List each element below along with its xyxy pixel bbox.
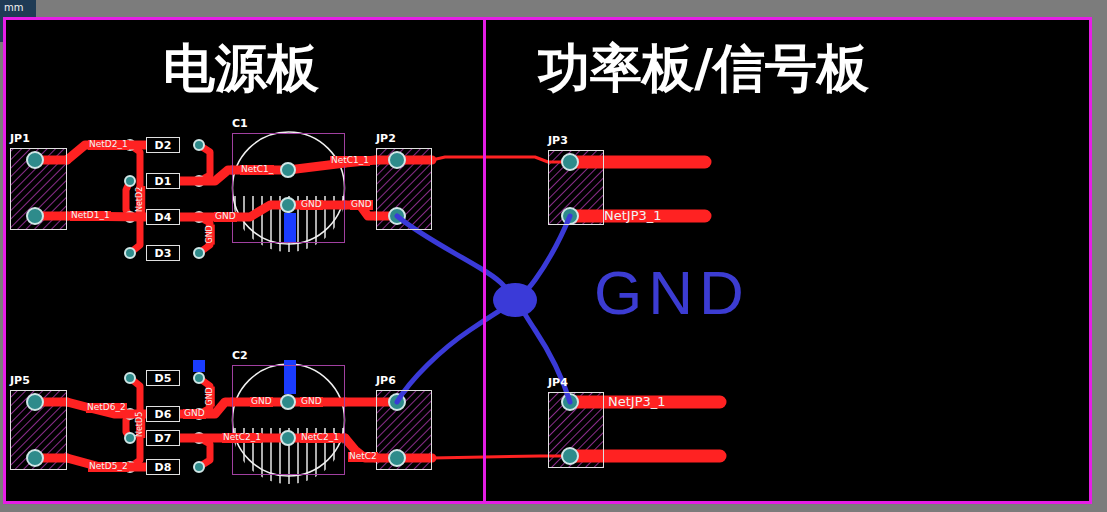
reference-designator: JP6: [376, 374, 396, 388]
net-label: GND: [183, 409, 206, 419]
ground-annotation: GND: [594, 262, 750, 324]
diode-footprint: D4: [146, 209, 180, 225]
diode-footprint: D6: [146, 406, 180, 422]
pad-group: [27, 140, 578, 472]
pad: [125, 433, 135, 443]
net-label: NetD2: [136, 185, 145, 212]
connector-footprint: JP3: [548, 150, 604, 225]
reference-designator: JP1: [10, 132, 30, 146]
ground-stroke: [397, 216, 515, 300]
net-label: NetJP3_1: [604, 209, 662, 223]
diode-footprint: D5: [146, 370, 180, 386]
net-label: NetC2_1: [222, 433, 262, 443]
net-label: NetJP3_1: [608, 395, 666, 409]
net-label: NetC2_1: [300, 433, 340, 443]
pad: [194, 373, 204, 383]
net-label: GND: [214, 212, 237, 222]
reference-designator: D5: [155, 373, 172, 384]
thin-trace: [548, 162, 570, 456]
diode-footprint: D2: [146, 137, 180, 153]
pad: [562, 448, 578, 464]
reference-designator: D1: [155, 176, 172, 187]
bottom-trace: [193, 360, 205, 372]
ground-stroke: [397, 300, 515, 402]
pad: [281, 163, 295, 177]
unit-label: mm: [4, 2, 23, 13]
board-region: 功率板/信号板 JP3JP4: [483, 17, 1092, 504]
net-label: GND: [300, 200, 323, 210]
reference-designator: D6: [155, 409, 172, 420]
copper-trace: [180, 170, 232, 181]
copper-trace: [432, 157, 548, 162]
board-ground: [3, 17, 1092, 504]
net-label: NetD5_2: [88, 462, 129, 472]
pad: [389, 450, 405, 466]
net-label: NetC1_1: [330, 156, 370, 166]
net-label: GND: [206, 224, 215, 244]
connector-footprint: JP1: [10, 148, 67, 230]
footprint-hatch: [10, 148, 604, 470]
pad: [27, 394, 43, 410]
reference-designator: D8: [155, 462, 172, 473]
reference-designator: JP3: [548, 134, 568, 148]
diode-footprint: D1: [146, 173, 180, 189]
pad: [389, 152, 405, 168]
reference-designator: D4: [155, 212, 172, 223]
pad: [562, 154, 578, 170]
pad: [194, 140, 204, 150]
copper-trace: [345, 398, 376, 407]
pad: [125, 248, 135, 258]
bottom-trace: [284, 213, 296, 243]
pad: [125, 373, 135, 383]
reference-designator: JP2: [376, 132, 396, 146]
pad: [27, 152, 43, 168]
net-label: NetD6_2: [86, 403, 127, 413]
diode-footprint: D7: [146, 430, 180, 446]
board-region: 电源板JP1D2D1D4D3C1JP2JP5D5D6D7D8C2JP6: [3, 17, 486, 504]
net-label: GND: [300, 397, 323, 407]
reference-designator: C2: [232, 349, 248, 363]
capacitor-footprint: C1: [232, 133, 345, 243]
diode-footprint: D8: [146, 459, 180, 475]
net-label: GND: [250, 397, 273, 407]
reference-designator: JP5: [10, 374, 30, 388]
reference-designator: D7: [155, 433, 172, 444]
pad: [27, 450, 43, 466]
net-label: NetC2: [348, 452, 378, 462]
board-title: 电源板: [163, 42, 319, 94]
net-label: NetD5: [136, 410, 145, 437]
pad: [281, 198, 295, 212]
copper-trace: [67, 402, 146, 414]
pad: [281, 395, 295, 409]
connector-footprint: JP4: [548, 392, 604, 468]
copper-trace: [432, 456, 548, 458]
pad: [281, 431, 295, 445]
board-title: 功率板/信号板: [538, 42, 869, 94]
pad: [194, 462, 204, 472]
copper-trace: [35, 160, 432, 458]
pad: [125, 176, 135, 186]
net-label: NetD1_1: [70, 211, 111, 221]
pad: [194, 248, 204, 258]
connector-footprint: JP6: [376, 390, 432, 470]
reference-designator: D2: [155, 140, 172, 151]
capacitor-outline: [233, 132, 345, 244]
bridge-trace: [126, 145, 210, 467]
net-label: NetD2_1: [88, 140, 129, 150]
ground-star-point: [493, 283, 537, 317]
net-label: NetC1_: [240, 165, 274, 175]
reference-designator: D3: [155, 248, 172, 259]
net-label: GND: [350, 200, 373, 210]
connector-footprint: JP2: [376, 148, 432, 230]
pad: [27, 208, 43, 224]
connector-footprint: JP5: [10, 390, 67, 470]
net-label: GND: [206, 386, 215, 406]
capacitor-footprint: C2: [232, 365, 345, 475]
diode-footprint: D3: [146, 245, 180, 261]
reference-designator: JP4: [548, 376, 568, 390]
reference-designator: C1: [232, 117, 248, 131]
